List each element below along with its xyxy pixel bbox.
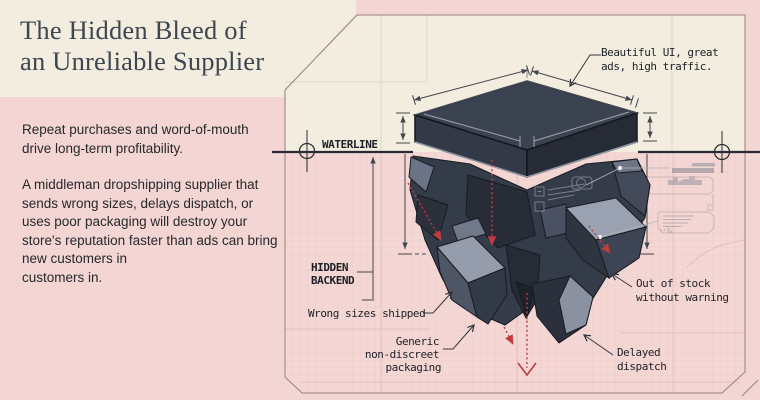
callout-delayed-dispatch: Delayed dispatch bbox=[617, 346, 667, 373]
etched-wireframe bbox=[534, 176, 593, 212]
ghost-skyline bbox=[668, 176, 702, 185]
iceberg-underwater bbox=[408, 155, 670, 344]
svg-text:non-discreet: non-discreet bbox=[365, 348, 439, 361]
callout-out-of-stock: Out of stock without warning bbox=[636, 277, 729, 304]
svg-text:BACKEND: BACKEND bbox=[311, 274, 355, 287]
callout-leaders bbox=[423, 54, 633, 356]
svg-text:without warning: without warning bbox=[636, 291, 729, 304]
hidden-backend-label: HIDDEN BACKEND bbox=[311, 261, 355, 287]
callout-generic-packaging: Generic non-discreet packaging bbox=[365, 335, 442, 374]
waterline-label: WATERLINE bbox=[322, 138, 378, 151]
blueprint-frame bbox=[284, 14, 746, 394]
red-flow-arrows bbox=[407, 160, 611, 377]
big-down-arrowhead bbox=[517, 362, 537, 377]
svg-text:Out of stock: Out of stock bbox=[636, 277, 711, 290]
crosshair-right-icon bbox=[713, 131, 731, 173]
slab-face-dimensions bbox=[423, 111, 630, 147]
svg-text:ads, high traffic.: ads, high traffic. bbox=[601, 60, 712, 73]
svg-text:Beautiful UI, great: Beautiful UI, great bbox=[601, 46, 718, 59]
svg-text:Generic: Generic bbox=[396, 335, 439, 348]
slab-dimensions bbox=[396, 65, 657, 144]
callout-surface: Beautiful UI, great ads, high traffic. bbox=[601, 46, 719, 73]
svg-text:packaging: packaging bbox=[385, 361, 441, 374]
svg-text:Delayed: Delayed bbox=[617, 346, 660, 359]
header-panel bbox=[0, 0, 356, 97]
svg-text:HIDDEN: HIDDEN bbox=[311, 261, 348, 274]
crosshair-left-icon bbox=[298, 130, 316, 172]
frame-corner-accent bbox=[741, 379, 759, 397]
svg-text:dispatch: dispatch bbox=[617, 360, 666, 373]
construction-lines-sky bbox=[285, 15, 673, 152]
callout-wrong-sizes: Wrong sizes shipped bbox=[308, 307, 425, 320]
